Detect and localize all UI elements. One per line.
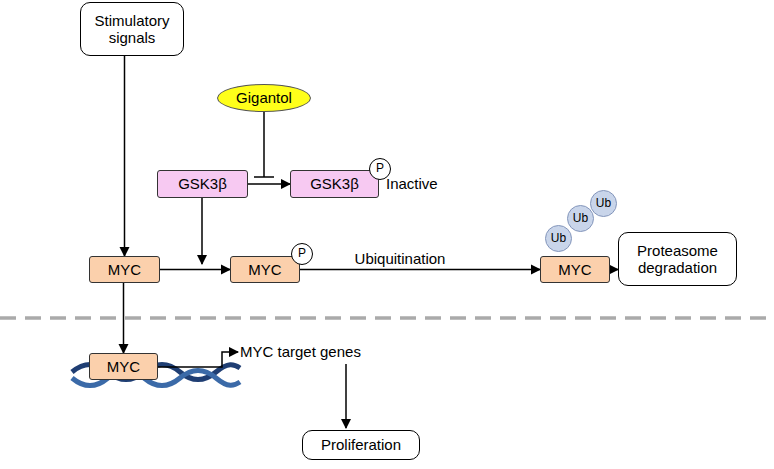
- edge-label: Ubiquitination: [355, 250, 446, 267]
- target-to-proliferation-arrow: [345, 364, 347, 428]
- node-text: Ub: [596, 197, 611, 211]
- node-text: Ub: [551, 232, 566, 246]
- phospho-circle: P: [291, 243, 313, 265]
- node-text: MYC: [558, 261, 591, 278]
- drug-ellipse: Gigantol: [217, 84, 311, 112]
- signal-box: Stimulatory signals: [80, 2, 184, 56]
- transcription-arrow: [158, 352, 238, 367]
- protein-box: MYC: [89, 353, 158, 380]
- divider-line: [0, 316, 774, 320]
- connector-arrow: [123, 283, 125, 353]
- connector-arrow: [248, 183, 290, 185]
- annotation-label: MYC target genes: [240, 343, 361, 360]
- node-text: Gigantol: [236, 89, 292, 106]
- node-text: GSK3β: [310, 175, 359, 192]
- connector-arrow: [610, 269, 618, 271]
- node-text: Ub: [573, 212, 588, 226]
- ubiquitin-circle: Ub: [590, 190, 617, 217]
- node-text: GSK3β: [178, 175, 227, 192]
- node-text: P: [376, 162, 384, 176]
- connector-arrow: [160, 269, 230, 271]
- node-text: Stimulatory signals: [81, 12, 183, 47]
- connector-arrow: [124, 56, 126, 256]
- inhibition-line: [254, 112, 274, 177]
- protein-box: MYCP: [230, 256, 300, 283]
- kinase-box: GSK3βP: [290, 170, 379, 198]
- node-text: Proliferation: [321, 436, 401, 453]
- node-text: MYC: [248, 261, 281, 278]
- ubiquitin-circle: Ub: [545, 225, 572, 252]
- protein-box: MYC: [89, 256, 160, 283]
- node-text: P: [298, 247, 306, 261]
- protein-box: MYCUbUbUb: [540, 256, 610, 283]
- process-box: Proteasome degradation: [618, 232, 737, 286]
- annotation-label: Inactive: [386, 175, 438, 192]
- node-text: MYC: [108, 261, 141, 278]
- node-text: MYC: [107, 358, 140, 375]
- node-text: Proteasome degradation: [619, 242, 736, 277]
- kinase-box: GSK3β: [157, 170, 248, 198]
- gsk-to-phosphorylation-arrow: [201, 198, 203, 264]
- connector-arrow: [300, 269, 540, 271]
- ubiquitin-circle: Ub: [567, 205, 594, 232]
- process-box: Proliferation: [302, 430, 420, 460]
